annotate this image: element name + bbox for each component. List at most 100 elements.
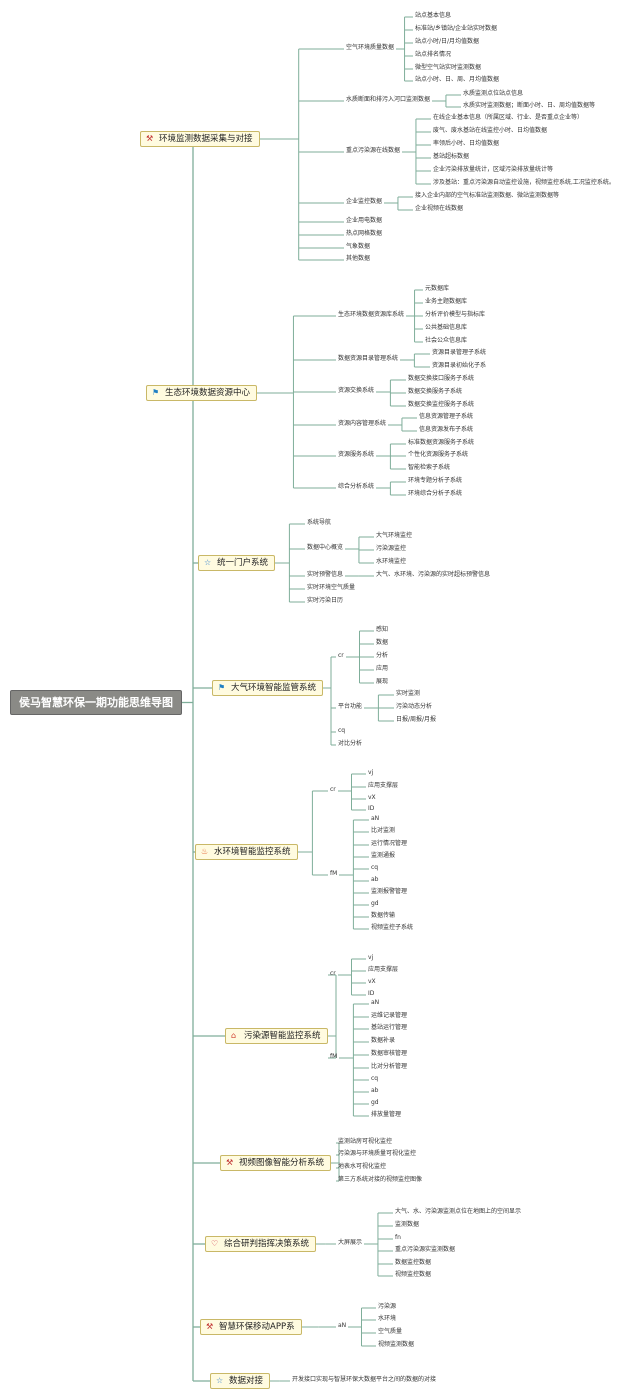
leaf-node[interactable]: 站点排名情况 bbox=[415, 51, 452, 58]
leaf-node[interactable]: 监测通报 bbox=[371, 852, 396, 859]
sub-node[interactable]: 企业用电数据 bbox=[346, 217, 383, 224]
leaf-node[interactable]: 废气、废水基站在线监控小时、日均值数据 bbox=[433, 127, 548, 134]
leaf-node[interactable]: 站点小时/日/月均值数据 bbox=[415, 38, 480, 45]
sub-node[interactable]: 重点污染源在线数据 bbox=[346, 147, 401, 154]
leaf-node[interactable]: 环境综合分析子系统 bbox=[408, 490, 463, 497]
leaf-node[interactable]: 运行情况管理 bbox=[371, 840, 408, 847]
leaf-node[interactable]: 社会公众信息库 bbox=[425, 337, 468, 344]
leaf-node[interactable]: aN bbox=[371, 999, 380, 1006]
leaf-node[interactable]: 比对分析管理 bbox=[371, 1063, 408, 1070]
sub-node[interactable]: 大屏展示 bbox=[338, 1239, 363, 1246]
leaf-node[interactable]: 标准数据资源服务子系统 bbox=[408, 439, 475, 446]
sub-node[interactable]: 对比分析 bbox=[338, 740, 363, 747]
leaf-node[interactable]: 空气质量 bbox=[378, 1328, 403, 1335]
sub-node[interactable]: fM bbox=[330, 870, 338, 877]
leaf-node[interactable]: 基站运行管理 bbox=[371, 1024, 408, 1031]
leaf-node[interactable]: 信息资源管理子系统 bbox=[419, 413, 474, 420]
leaf-node[interactable]: vX bbox=[368, 794, 376, 801]
leaf-node[interactable]: 公共基础信息库 bbox=[425, 324, 468, 331]
sub-node[interactable]: cr bbox=[330, 786, 336, 793]
leaf-node[interactable]: ID bbox=[368, 990, 375, 997]
leaf-node[interactable]: ab bbox=[371, 876, 379, 883]
leaf-node[interactable]: ab bbox=[371, 1087, 379, 1094]
leaf-node[interactable]: 运维记录管理 bbox=[371, 1012, 408, 1019]
leaf-node[interactable]: 微型空气站实时监测数据 bbox=[415, 64, 482, 71]
leaf-node[interactable]: 数据监控数据 bbox=[395, 1259, 432, 1266]
leaf-node[interactable]: 分析 bbox=[376, 652, 389, 659]
sub-node[interactable]: 水质断面和排污入河口监测数据 bbox=[346, 96, 431, 103]
leaf-node[interactable]: 污染动态分析 bbox=[396, 703, 433, 710]
branch-node[interactable]: ♡综合研判指挥决策系统 bbox=[205, 1235, 317, 1252]
leaf-node[interactable]: 涉及基站：重点污染源自动监控设施，视频监控系统,工况监控系统。 bbox=[433, 179, 615, 186]
leaf-node[interactable]: 重点污染源实监测数据 bbox=[395, 1246, 456, 1253]
leaf-node[interactable]: 大气环境监控 bbox=[376, 532, 413, 539]
leaf-node[interactable]: vj bbox=[368, 769, 374, 776]
leaf-node[interactable]: 大气、水、污染源监测点位在地图上的空间显示 bbox=[395, 1208, 522, 1215]
sub-node[interactable]: 监测站房可视化监控 bbox=[338, 1138, 393, 1145]
sub-node[interactable]: 企业监控数据 bbox=[346, 198, 383, 205]
sub-node[interactable]: 实时预警信息 bbox=[307, 571, 344, 578]
leaf-node[interactable]: 信息资源发布子系统 bbox=[419, 426, 474, 433]
leaf-node[interactable]: 个性化资源服务子系统 bbox=[408, 451, 469, 458]
leaf-node[interactable]: 数据传输 bbox=[371, 912, 396, 919]
sub-node[interactable]: 热点网格数据 bbox=[346, 230, 383, 237]
root-node[interactable]: 侯马智慧环保一期功能思维导图 bbox=[10, 690, 182, 715]
sub-node[interactable]: fM bbox=[330, 1053, 338, 1060]
leaf-node[interactable]: 企业污染排放量统计，区域污染排放量统计等 bbox=[433, 166, 554, 173]
leaf-node[interactable]: 污染源监控 bbox=[376, 545, 407, 552]
branch-node[interactable]: ⚒视频图像智能分析系统 bbox=[220, 1154, 332, 1171]
sub-node[interactable]: 开发接口实现与智慧环保大数据平台之间的数据的对接 bbox=[292, 1376, 437, 1383]
sub-node[interactable]: 生态环境数据资源库系统 bbox=[338, 311, 405, 318]
leaf-node[interactable]: 元数据库 bbox=[425, 285, 450, 292]
sub-node[interactable]: 平台功能 bbox=[338, 703, 363, 710]
sub-node[interactable]: 数据中心概览 bbox=[307, 544, 344, 551]
leaf-node[interactable]: 数据补录 bbox=[371, 1037, 396, 1044]
leaf-node[interactable]: 应用支撑层 bbox=[368, 966, 399, 973]
leaf-node[interactable]: 企业视频在线数据 bbox=[415, 205, 464, 212]
leaf-node[interactable]: 视频监控数据 bbox=[395, 1271, 432, 1278]
leaf-node[interactable]: 日报/周报/月报 bbox=[396, 716, 437, 723]
sub-node[interactable]: cr bbox=[338, 652, 344, 659]
branch-node[interactable]: ☆数据对接 bbox=[210, 1372, 271, 1389]
leaf-node[interactable]: 在线企业基本信息（所属区域、行业、是否重点企业等） bbox=[433, 114, 584, 121]
leaf-node[interactable]: 污染源 bbox=[378, 1303, 397, 1310]
sub-node[interactable]: 资源内容管理系统 bbox=[338, 420, 387, 427]
leaf-node[interactable]: 基站超标数据 bbox=[433, 153, 470, 160]
sub-node[interactable]: 数据资源目录管理系统 bbox=[338, 355, 399, 362]
leaf-node[interactable]: 实时监测 bbox=[396, 690, 421, 697]
leaf-node[interactable]: 展现 bbox=[376, 678, 389, 685]
leaf-node[interactable]: 标准站/乡镇站/企业站实时数据 bbox=[415, 25, 498, 32]
branch-node[interactable]: ⚑生态环境数据资源中心 bbox=[146, 384, 258, 401]
leaf-node[interactable]: 水质实时监测数据；断面小时、日、周均值数据等 bbox=[463, 102, 596, 109]
leaf-node[interactable]: 水环境监控 bbox=[376, 558, 407, 565]
leaf-node[interactable]: 数据审核管理 bbox=[371, 1050, 408, 1057]
leaf-node[interactable]: vj bbox=[368, 954, 374, 961]
sub-node[interactable]: 实时环境空气质量 bbox=[307, 584, 356, 591]
branch-node[interactable]: ⌂污染源智能监控系统 bbox=[225, 1027, 328, 1044]
leaf-node[interactable]: 站点基本信息 bbox=[415, 12, 452, 19]
sub-node[interactable]: 资源交换系统 bbox=[338, 387, 375, 394]
leaf-node[interactable]: vX bbox=[368, 978, 376, 985]
sub-node[interactable]: 第三方系统对接的视频监控图像 bbox=[338, 1176, 423, 1183]
leaf-node[interactable]: 水质监测点位站点信息 bbox=[463, 90, 524, 97]
leaf-node[interactable]: aN bbox=[371, 815, 380, 822]
leaf-node[interactable]: ID bbox=[368, 805, 375, 812]
leaf-node[interactable]: 智能检索子系统 bbox=[408, 464, 451, 471]
leaf-node[interactable]: fn bbox=[395, 1234, 401, 1241]
leaf-node[interactable]: 应用 bbox=[376, 665, 389, 672]
leaf-node[interactable]: 数据交换服务子系统 bbox=[408, 388, 463, 395]
sub-node[interactable]: 污染源与环境质量可视化监控 bbox=[338, 1150, 417, 1157]
sub-node[interactable]: 系统导航 bbox=[307, 519, 332, 526]
sub-node[interactable]: 气象数据 bbox=[346, 243, 371, 250]
leaf-node[interactable]: 资源目录初始化子系 bbox=[432, 362, 487, 369]
sub-node[interactable]: cq bbox=[338, 727, 346, 734]
leaf-node[interactable]: 感知 bbox=[376, 626, 389, 633]
branch-node[interactable]: ⚒环境监测数据采集与对接 bbox=[140, 130, 260, 147]
leaf-node[interactable]: 率领后小时、日均值数据 bbox=[433, 140, 500, 147]
sub-node[interactable]: 综合分析系统 bbox=[338, 483, 375, 490]
leaf-node[interactable]: cq bbox=[371, 1075, 379, 1082]
leaf-node[interactable]: 环境专题分析子系统 bbox=[408, 477, 463, 484]
sub-node[interactable]: 实时污染日历 bbox=[307, 597, 344, 604]
leaf-node[interactable]: 接入企业内部的空气标准站监测数据、微站监测数据等 bbox=[415, 192, 560, 199]
leaf-node[interactable]: 应用支撑层 bbox=[368, 782, 399, 789]
